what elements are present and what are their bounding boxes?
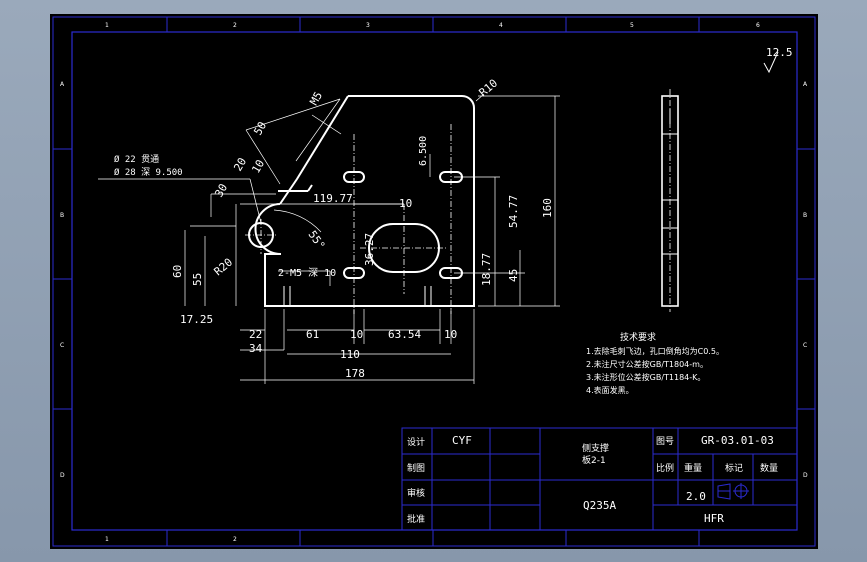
row-label-a-right: A (803, 81, 808, 88)
dim-45: 45 (507, 269, 520, 282)
dim-34: 34 (249, 342, 263, 355)
title-block-text: 设计 CYF 制图 审核 批准 侧支撑 板2-1 Q235A 图号 GR-03.… (407, 434, 778, 525)
tech-requirements: 技术要求 1.去除毛刺飞边，孔口倒角均为C0.5。 2.未注尺寸公差按GB/T1… (586, 331, 724, 395)
weight-label: 重量 (684, 462, 702, 474)
title-block (401, 427, 798, 531)
dim-36-27: 36.27 (363, 233, 376, 266)
dim-60: 60 (171, 265, 184, 278)
dim-54-77: 54.77 (507, 195, 520, 228)
row-label-a: A (60, 81, 65, 88)
col-label-4: 4 (499, 22, 503, 29)
row-label-c: C (60, 342, 64, 349)
bottom-col-label-1: 1 (105, 536, 109, 543)
dimension-text: R10 M5 50 20 30 10 119.77 6.500 10 54.77… (114, 77, 554, 380)
dim-119-77: 119.77 (313, 192, 353, 205)
tech-req-line-2: 2.未注尺寸公差按GB/T1804-m。 (586, 359, 708, 369)
dim-10c: 10 (350, 328, 363, 341)
row-label-d-right: D (803, 472, 808, 479)
tech-req-line-4: 4.表面发黑。 (586, 385, 634, 395)
part-name-2: 板2-1 (582, 454, 606, 466)
center-lines (245, 124, 452, 314)
dim-178: 178 (345, 367, 365, 380)
dim-61: 61 (306, 328, 319, 341)
dim-10d: 10 (444, 328, 457, 341)
dim-55: 55 (191, 273, 204, 286)
hole-note-1: Ø 22 贯通 (114, 154, 159, 165)
dim-6-500: 6.500 (418, 136, 429, 166)
projection-symbol-icon (717, 483, 749, 500)
company-value: HFR (704, 512, 724, 525)
dim-50: 50 (251, 120, 269, 138)
dim-22: 22 (249, 328, 262, 341)
tech-req-title: 技术要求 (620, 331, 656, 343)
row-label-c-right: C (803, 342, 807, 349)
hole-note-2: Ø 28 深 9.500 (114, 167, 183, 178)
dim-63-54: 63.54 (388, 328, 421, 341)
mark-label: 标记 (725, 462, 743, 474)
dimension-lines (98, 93, 560, 384)
col-label-5: 5 (630, 22, 634, 29)
col-label-6: 6 (756, 22, 760, 29)
dim-18-77: 18.77 (480, 253, 493, 286)
draw-label: 制图 (407, 462, 425, 474)
dim-110: 110 (340, 348, 360, 361)
dim-30: 30 (212, 182, 230, 200)
row-label-d: D (60, 472, 65, 479)
inner-frame (71, 31, 798, 531)
designer-value: CYF (452, 434, 472, 447)
row-label-b-right: B (803, 212, 807, 219)
row-label-b: B (60, 212, 64, 219)
dim-17-25: 17.25 (180, 313, 213, 326)
check-label: 审核 (407, 487, 425, 499)
cad-drawing: 1 2 3 4 5 6 A B C D A B C D 1 2 (52, 16, 816, 547)
drawing-no-value: GR-03.01-03 (701, 434, 774, 447)
dim-m5: M5 (307, 90, 325, 108)
qty-label: 数量 (760, 462, 778, 474)
outer-frame (52, 16, 816, 547)
drawing-no-label: 图号 (656, 436, 674, 447)
roughness-symbol: 12.5 (763, 46, 793, 74)
bottom-col-label-2: 2 (233, 536, 237, 543)
scale-label: 比例 (656, 462, 674, 474)
tech-req-line-3: 3.未注形位公差按GB/T1184-K。 (586, 372, 705, 382)
col-label-1: 1 (105, 22, 109, 29)
material-value: Q235A (583, 499, 616, 512)
dim-20: 20 (231, 156, 249, 174)
part-name-1: 侧支撑 (582, 442, 609, 454)
tech-req-line-1: 1.去除毛刺飞边，孔口倒角均为C0.5。 (586, 346, 724, 356)
approve-label: 批准 (407, 513, 425, 525)
zone-ticks (53, 17, 815, 546)
thread-note: 2-M5 深 10 (278, 267, 336, 279)
dim-10b: 10 (399, 197, 412, 210)
col-label-3: 3 (366, 22, 370, 29)
drawing-sheet: 1 2 3 4 5 6 A B C D A B C D 1 2 (50, 14, 818, 549)
thread-holes (283, 286, 432, 306)
dim-160: 160 (541, 198, 554, 218)
col-label-2: 2 (233, 22, 237, 29)
design-label: 设计 (407, 436, 425, 448)
dim-r20: R20 (212, 256, 236, 279)
scale-value: 2.0 (686, 490, 706, 503)
roughness-value: 12.5 (766, 46, 793, 59)
dim-55-deg: 55° (306, 228, 328, 252)
dim-10a: 10 (249, 158, 267, 176)
